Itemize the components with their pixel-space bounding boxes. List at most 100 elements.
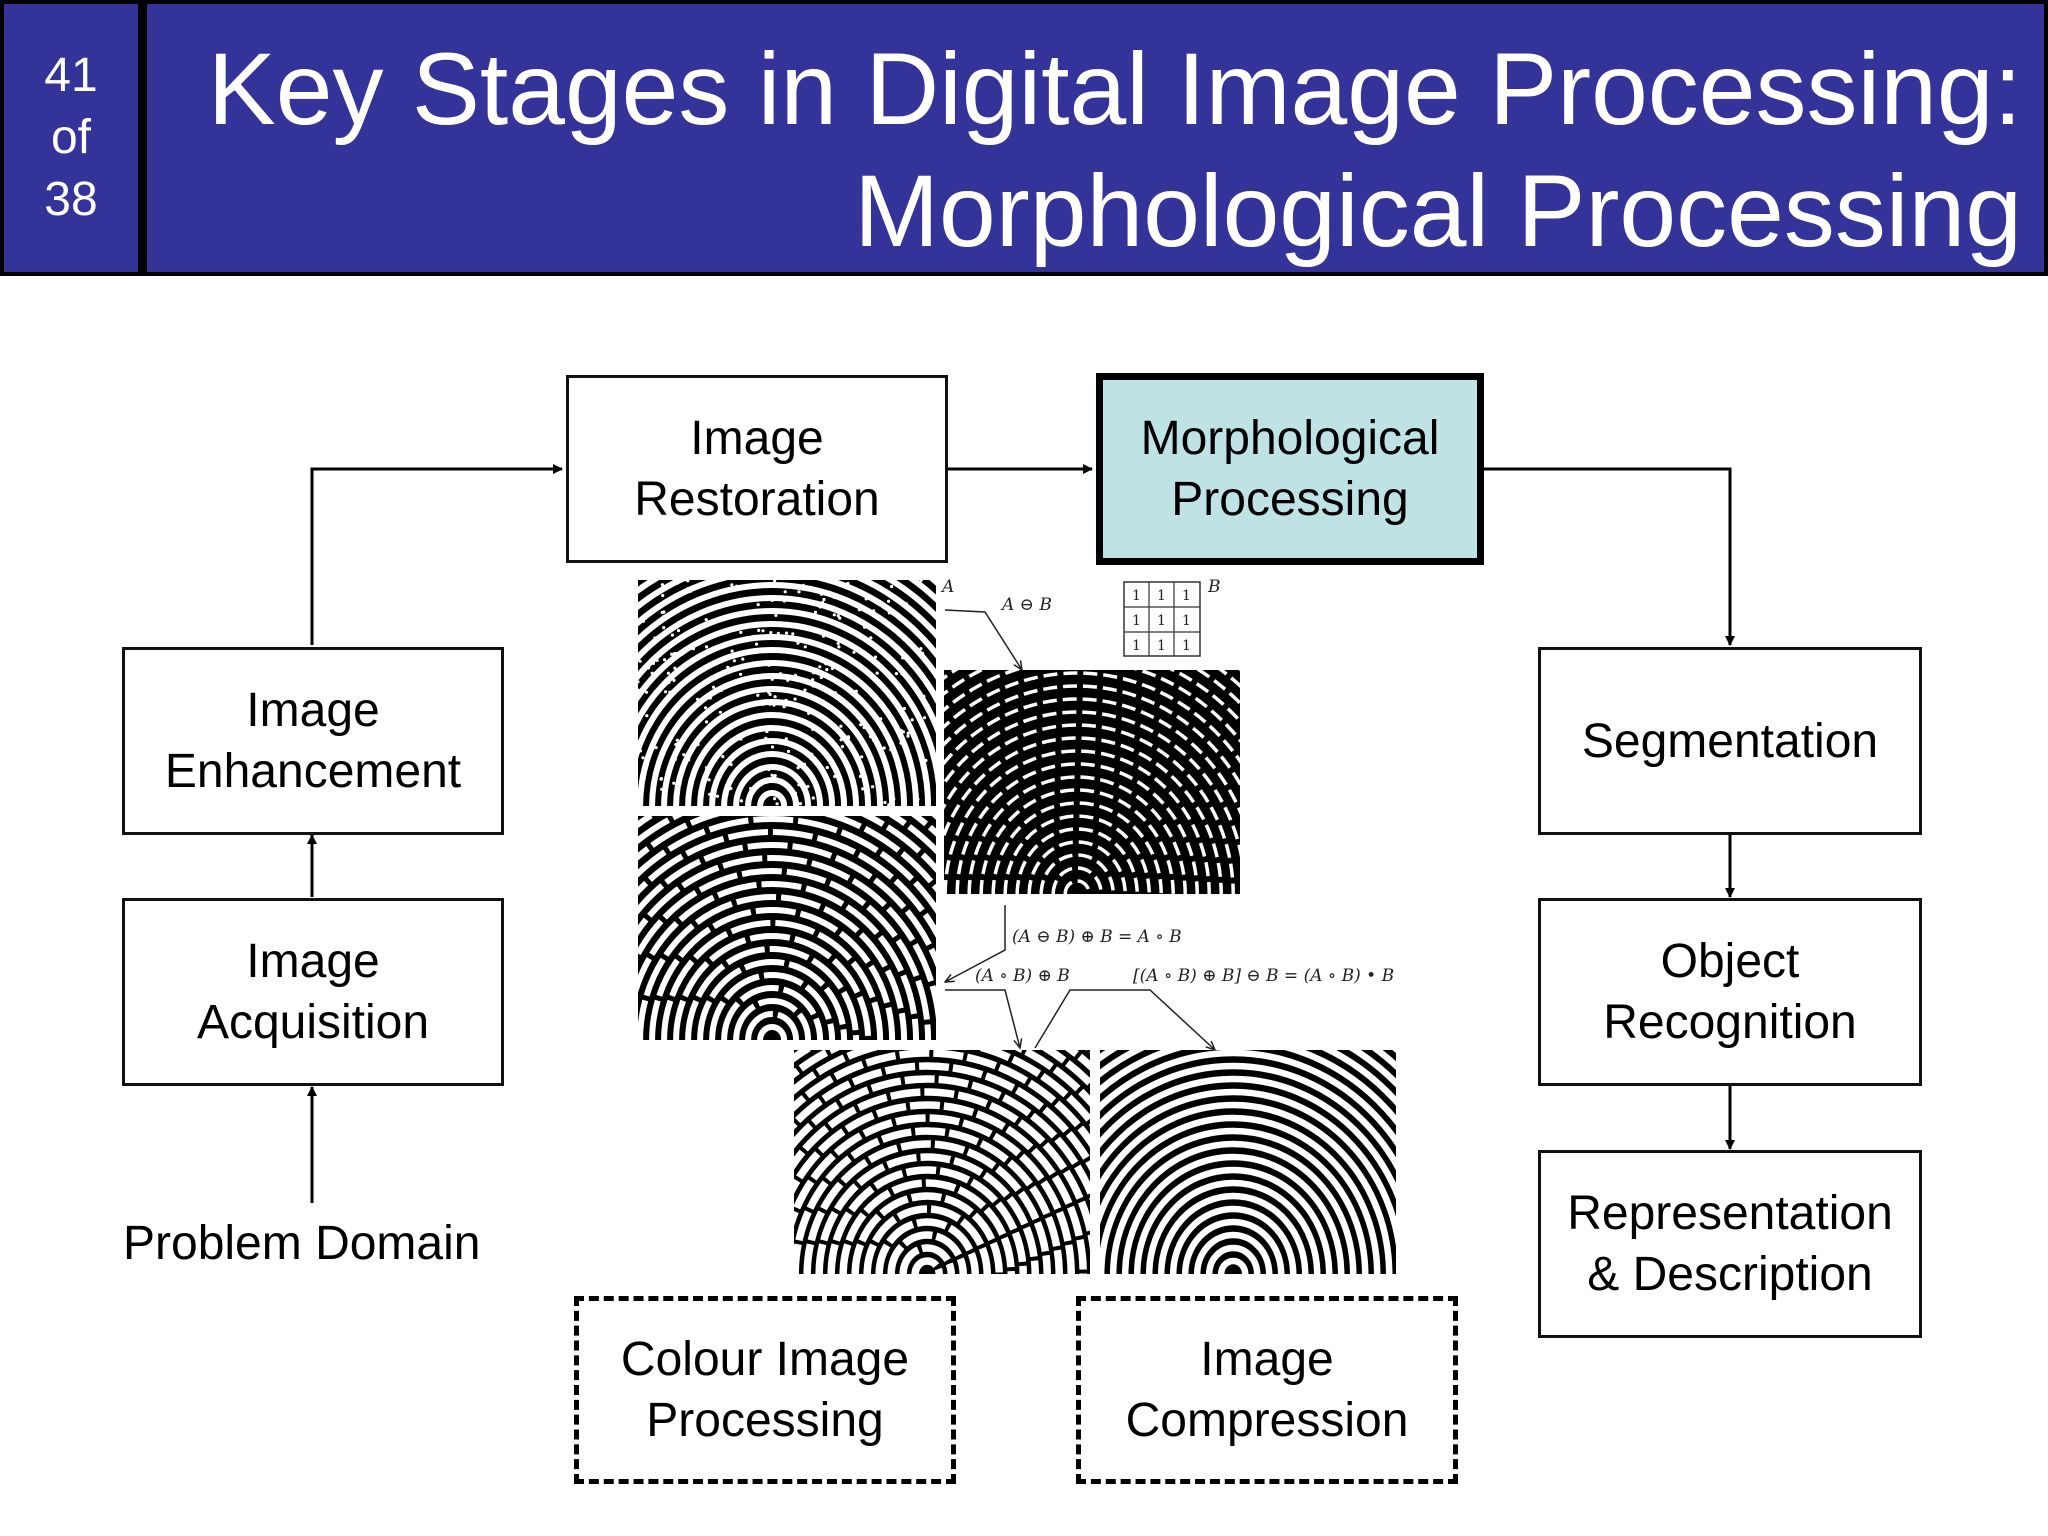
noise-speck — [653, 636, 657, 640]
noise-speck — [837, 645, 841, 649]
noise-speck — [830, 666, 834, 671]
label-erosion: A ⊖ B — [1000, 595, 1052, 615]
noise-speck — [749, 786, 753, 791]
noise-speck — [838, 616, 842, 620]
fingerprint-ridge — [815, 1153, 1039, 1274]
noise-speck — [662, 647, 666, 651]
noise-speck — [887, 611, 891, 615]
noise-speck — [882, 746, 886, 750]
noise-speck — [764, 736, 768, 740]
noise-speck — [797, 783, 801, 787]
fingerprint-ridge — [911, 1257, 943, 1274]
arrow-enhancement-to-restoration — [310, 464, 563, 645]
noise-speck — [641, 619, 645, 623]
fingerprint-opened-dilated — [794, 1050, 1090, 1274]
fingerprint-ridge — [721, 985, 824, 1040]
fingerprint-ridge — [638, 855, 936, 1020]
noise-speck — [923, 716, 927, 720]
fingerprint-ridge — [827, 1166, 1027, 1274]
fingerprint-ridge — [1039, 853, 1115, 894]
noise-speck — [919, 580, 923, 582]
noise-speck — [785, 631, 789, 635]
noise-speck — [784, 698, 788, 702]
noise-speck — [803, 688, 807, 692]
noise-speck — [641, 756, 645, 760]
noise-speck — [806, 784, 810, 789]
noise-speck — [890, 584, 894, 589]
noise-speck — [732, 659, 736, 663]
noise-speck — [768, 702, 772, 706]
noise-speck — [640, 583, 644, 587]
fingerprint-ridge — [794, 1075, 1090, 1201]
noise-speck — [811, 678, 815, 682]
noise-speck — [726, 665, 730, 669]
noise-speck — [906, 734, 910, 738]
fingerprint-ridge — [733, 998, 812, 1040]
fingerprint-original-noisy — [638, 580, 936, 806]
stage-label-line: Colour Image — [620, 1333, 910, 1386]
noise-speck — [717, 751, 721, 755]
fingerprint-ridge — [875, 1218, 979, 1274]
noise-speck — [846, 581, 850, 585]
label-closing: [(A ∘ B) ⊕ B] ⊖ B = (A ∘ B) • B — [1133, 966, 1394, 986]
fingerprint-ridge — [638, 634, 932, 806]
noise-speck — [765, 729, 769, 734]
noise-speck — [872, 609, 876, 613]
noise-speck — [889, 748, 893, 752]
stage-image-acquisition: Image Acquisition — [122, 898, 504, 1086]
noise-speck — [715, 794, 720, 798]
fingerprint-ridge — [1100, 1114, 1381, 1274]
fingerprint-ridge — [1193, 1231, 1273, 1274]
fingerprint-ridge — [863, 1205, 991, 1274]
stage-label-line: Image — [1200, 1333, 1334, 1386]
fingerprint-ridge — [661, 686, 884, 806]
noise-speck — [774, 635, 779, 639]
noise-speck — [887, 599, 891, 603]
noise-speck — [912, 772, 916, 776]
fingerprint-ridge — [685, 946, 860, 1040]
noise-speck — [770, 598, 774, 602]
fingerprint-ridge — [1051, 866, 1103, 894]
noise-speck — [780, 635, 785, 639]
fingerprint-ridge — [794, 1050, 1090, 1148]
structuring-element-cell: 1 — [1182, 613, 1191, 629]
stage-label-line: Processing — [646, 1394, 884, 1447]
noise-speck — [676, 581, 680, 585]
stage-label-line: Enhancement — [164, 745, 462, 798]
stage-image-compression: Image Compression — [1076, 1296, 1458, 1484]
noise-speck — [638, 688, 640, 692]
noise-speck — [778, 672, 783, 676]
stage-label-line: Segmentation — [1581, 714, 1879, 768]
noise-speck — [638, 799, 641, 803]
fingerprint-ridge — [1100, 1062, 1396, 1171]
noise-speck — [903, 638, 907, 642]
fingerprint-ridge — [697, 725, 848, 806]
noise-speck — [645, 690, 649, 694]
fingerprint-ridge — [1100, 1050, 1396, 1147]
fingerprint-ridge — [638, 816, 936, 914]
fingerprint-ridge — [944, 710, 1240, 858]
noise-speck — [739, 737, 743, 741]
fingerprint-ridge — [944, 671, 1240, 765]
noise-speck — [715, 631, 719, 636]
fingerprint-ridge — [1217, 1257, 1249, 1274]
noise-speck — [922, 776, 926, 780]
noise-speck — [670, 633, 674, 637]
noise-speck — [919, 647, 923, 651]
structuring-element-cell: 1 — [1182, 638, 1191, 654]
noise-speck — [756, 603, 760, 607]
noise-speck — [799, 653, 803, 657]
noise-speck — [887, 803, 891, 806]
noise-speck — [739, 630, 743, 634]
noise-speck — [906, 731, 910, 735]
noise-speck — [663, 802, 667, 806]
noise-speck — [900, 792, 904, 796]
fingerprint-ridge — [1027, 840, 1127, 894]
noise-speck — [672, 781, 676, 785]
noise-speck — [824, 662, 828, 666]
noise-speck — [732, 614, 736, 618]
label-opening: (A ⊖ B) ⊕ B = A ∘ B — [1012, 927, 1182, 947]
noise-speck — [729, 786, 733, 791]
noise-speck — [916, 797, 920, 801]
